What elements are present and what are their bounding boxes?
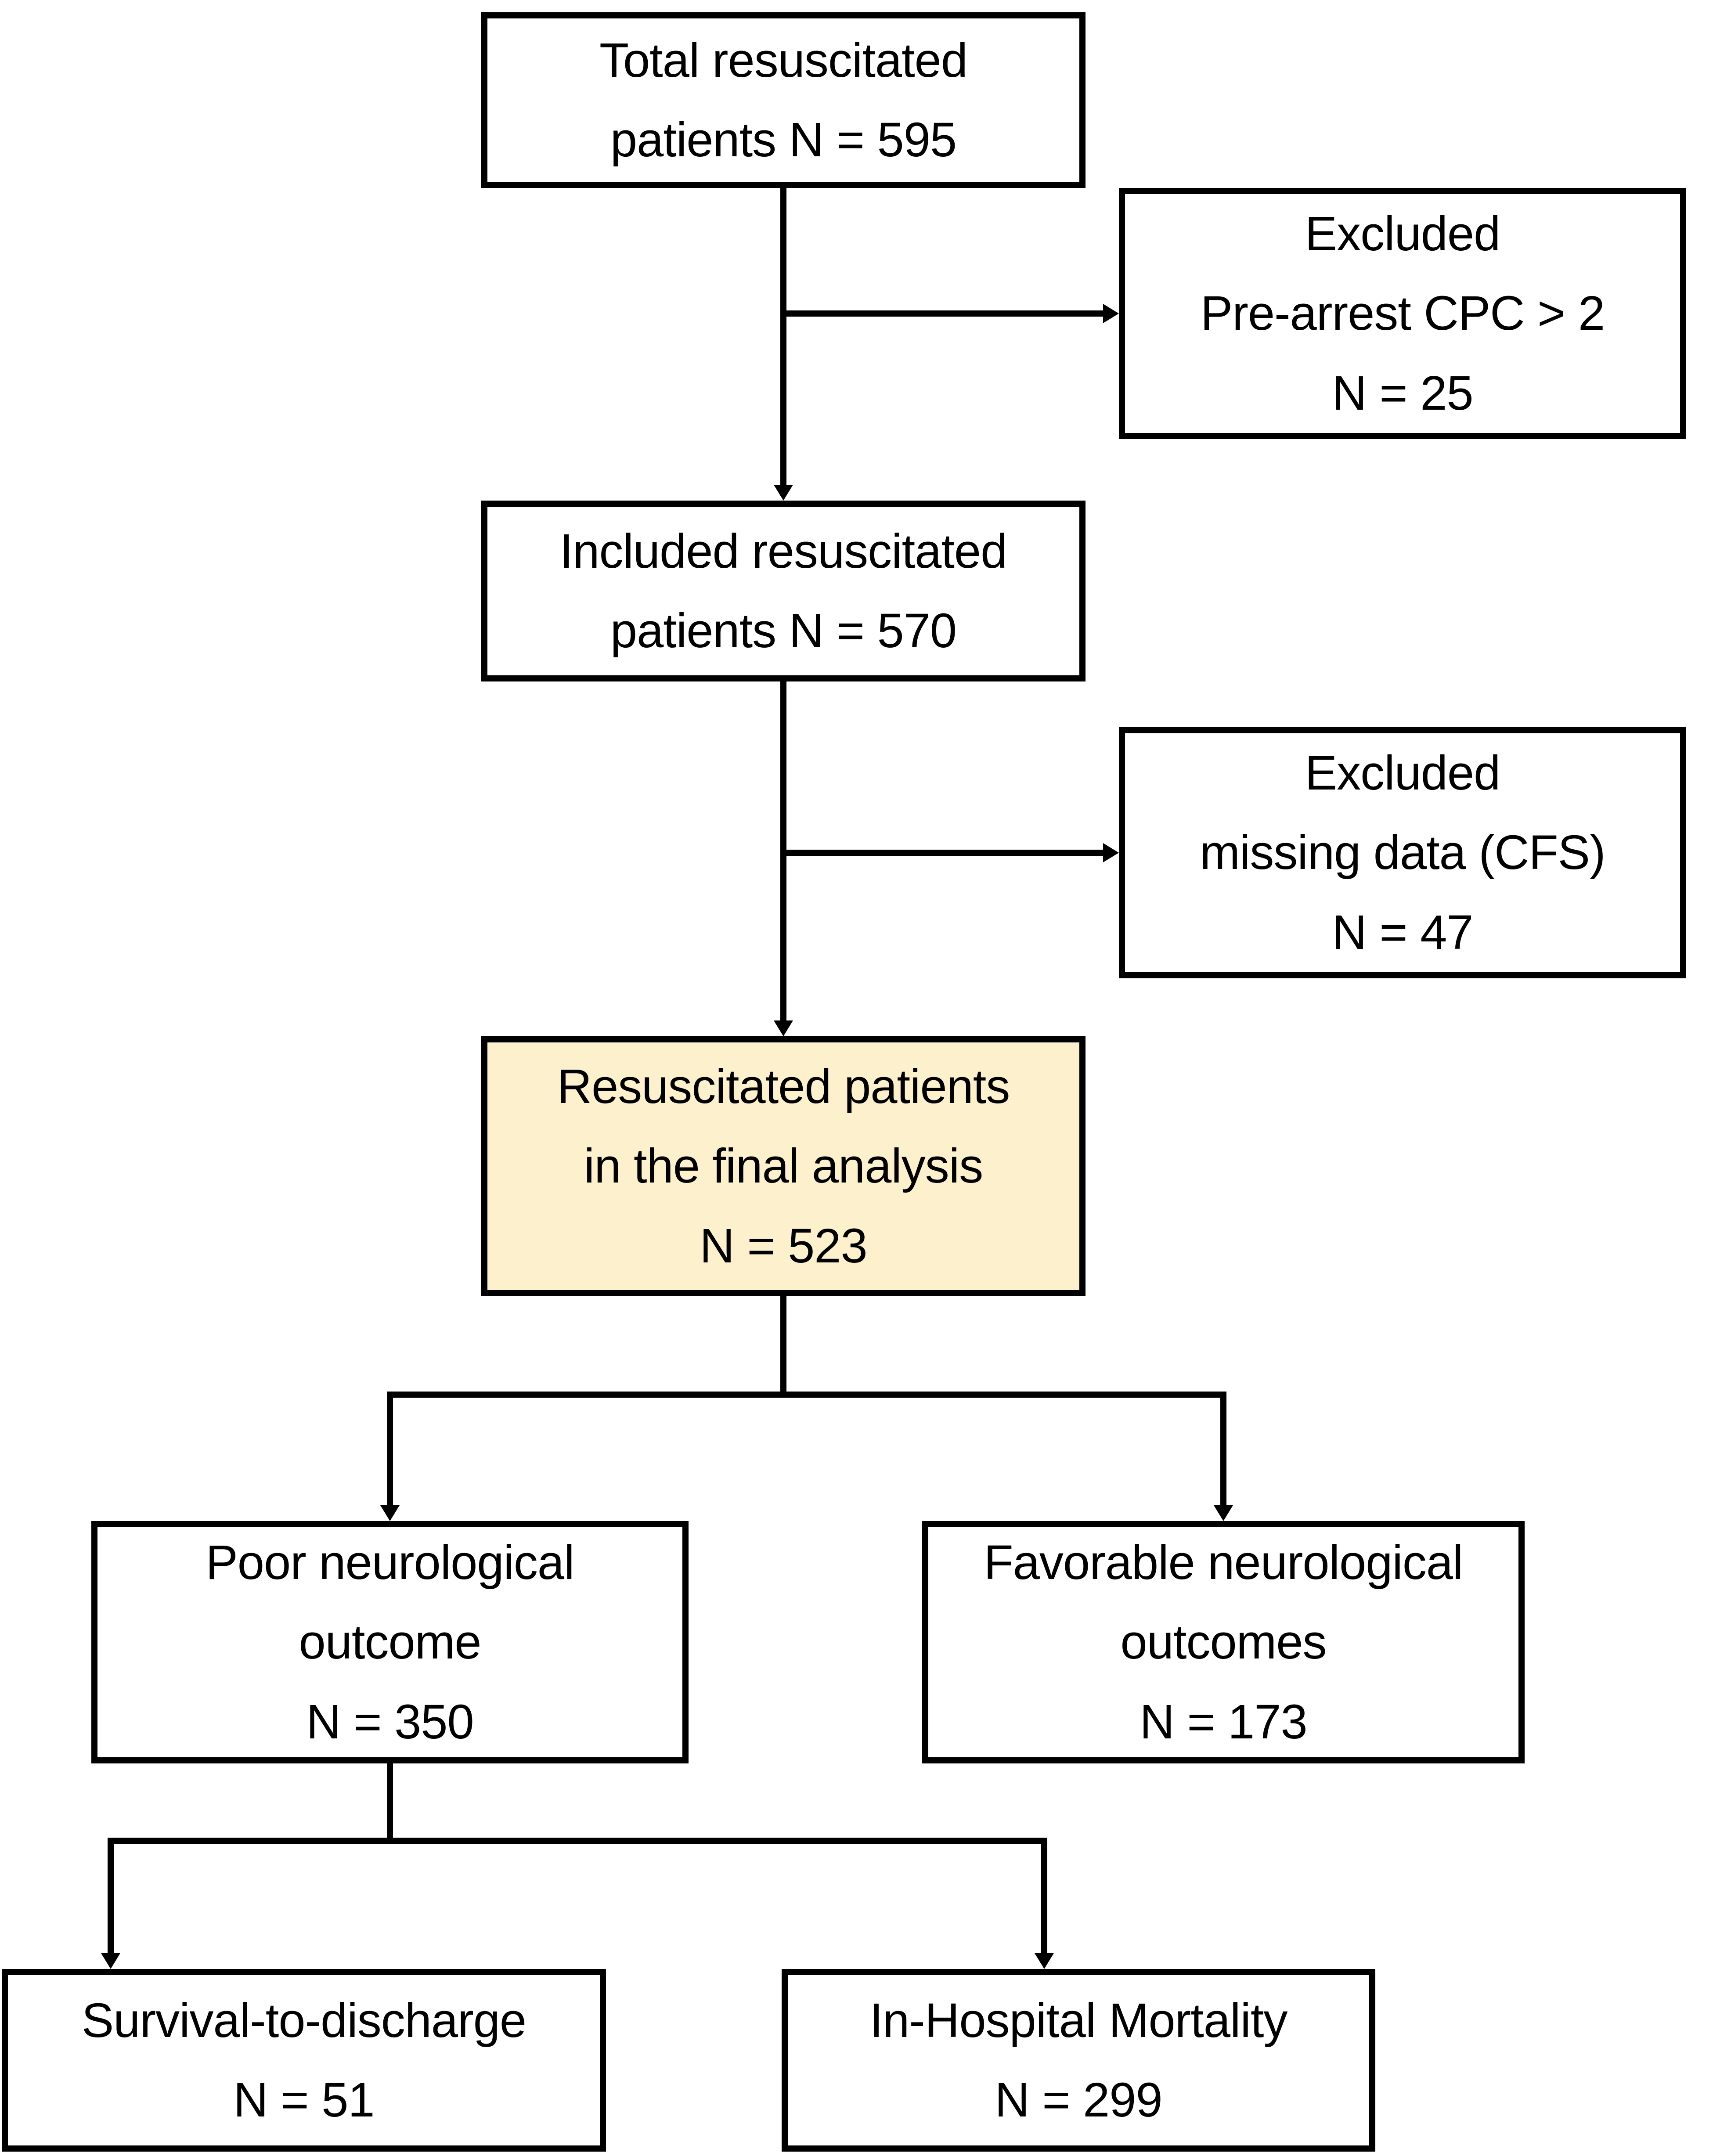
node-line: N = 47 — [1332, 905, 1473, 959]
connector-poor-stem — [387, 1763, 393, 1844]
node-line: missing data (CFS) — [1200, 826, 1605, 880]
node-line: N = 523 — [700, 1219, 867, 1273]
node-line: Excluded — [1305, 206, 1501, 261]
node-in-hospital-mortality: In-Hospital Mortality N = 299 — [782, 1969, 1375, 2152]
node-excluded-pre-arrest-cpc: Excluded Pre-arrest CPC > 2 N = 25 — [1119, 188, 1686, 439]
node-line: Included resuscitated — [559, 524, 1008, 578]
node-line: Excluded — [1305, 746, 1501, 800]
node-line: patients N = 570 — [610, 604, 957, 658]
connector-poor-to-mortality — [1041, 1838, 1047, 1953]
node-line: N = 299 — [995, 2073, 1162, 2127]
node-line: Resuscitated patients — [557, 1059, 1010, 1114]
node-line: Survival-to-discharge — [81, 1993, 527, 2048]
node-final-analysis: Resuscitated patients in the final analy… — [481, 1036, 1086, 1296]
node-line: N = 173 — [1140, 1695, 1307, 1749]
arrowhead-right-icon — [1103, 843, 1119, 862]
arrowhead-down-icon — [774, 485, 793, 501]
node-line: N = 350 — [306, 1695, 474, 1749]
node-line: outcomes — [1120, 1615, 1327, 1669]
arrowhead-down-icon — [380, 1505, 400, 1521]
arrowhead-right-icon — [1103, 304, 1119, 323]
node-line: N = 51 — [233, 2073, 375, 2127]
connector-poor-to-survival — [108, 1838, 114, 1953]
node-poor-neurological-outcome: Poor neurological outcome N = 350 — [91, 1521, 689, 1763]
connector-final-to-poor — [387, 1392, 393, 1505]
node-included-resuscitated: Included resuscitated patients N = 570 — [481, 501, 1086, 681]
node-line: Favorable neurological — [984, 1535, 1464, 1590]
node-survival-to-discharge: Survival-to-discharge N = 51 — [2, 1969, 606, 2152]
node-line: In-Hospital Mortality — [869, 1993, 1288, 2048]
node-line: Pre-arrest CPC > 2 — [1200, 286, 1605, 341]
connector-final-to-favorable — [1220, 1392, 1226, 1505]
connector-final-stem — [780, 1296, 786, 1398]
node-total-resuscitated: Total resuscitated patients N = 595 — [481, 12, 1086, 188]
arrowhead-down-icon — [1035, 1953, 1054, 1969]
connector-final-branch-bar — [387, 1392, 1226, 1398]
node-line: outcome — [299, 1615, 482, 1669]
node-line: Poor neurological — [206, 1535, 574, 1590]
node-line: patients N = 595 — [610, 113, 957, 167]
node-line: Total resuscitated — [599, 33, 968, 87]
arrowhead-down-icon — [101, 1953, 120, 1969]
node-excluded-missing-data: Excluded missing data (CFS) N = 47 — [1119, 727, 1686, 978]
arrowhead-down-icon — [1214, 1505, 1233, 1521]
connector-included-to-excluded-cfs — [780, 850, 1103, 856]
connector-total-to-excluded-cpc — [780, 310, 1103, 317]
connector-poor-branch-bar — [108, 1838, 1047, 1844]
connector-total-to-included — [780, 188, 786, 485]
arrowhead-down-icon — [774, 1020, 793, 1036]
node-line: N = 25 — [1332, 366, 1473, 420]
node-line: in the final analysis — [584, 1139, 983, 1193]
node-favorable-neurological-outcomes: Favorable neurological outcomes N = 173 — [922, 1521, 1525, 1763]
